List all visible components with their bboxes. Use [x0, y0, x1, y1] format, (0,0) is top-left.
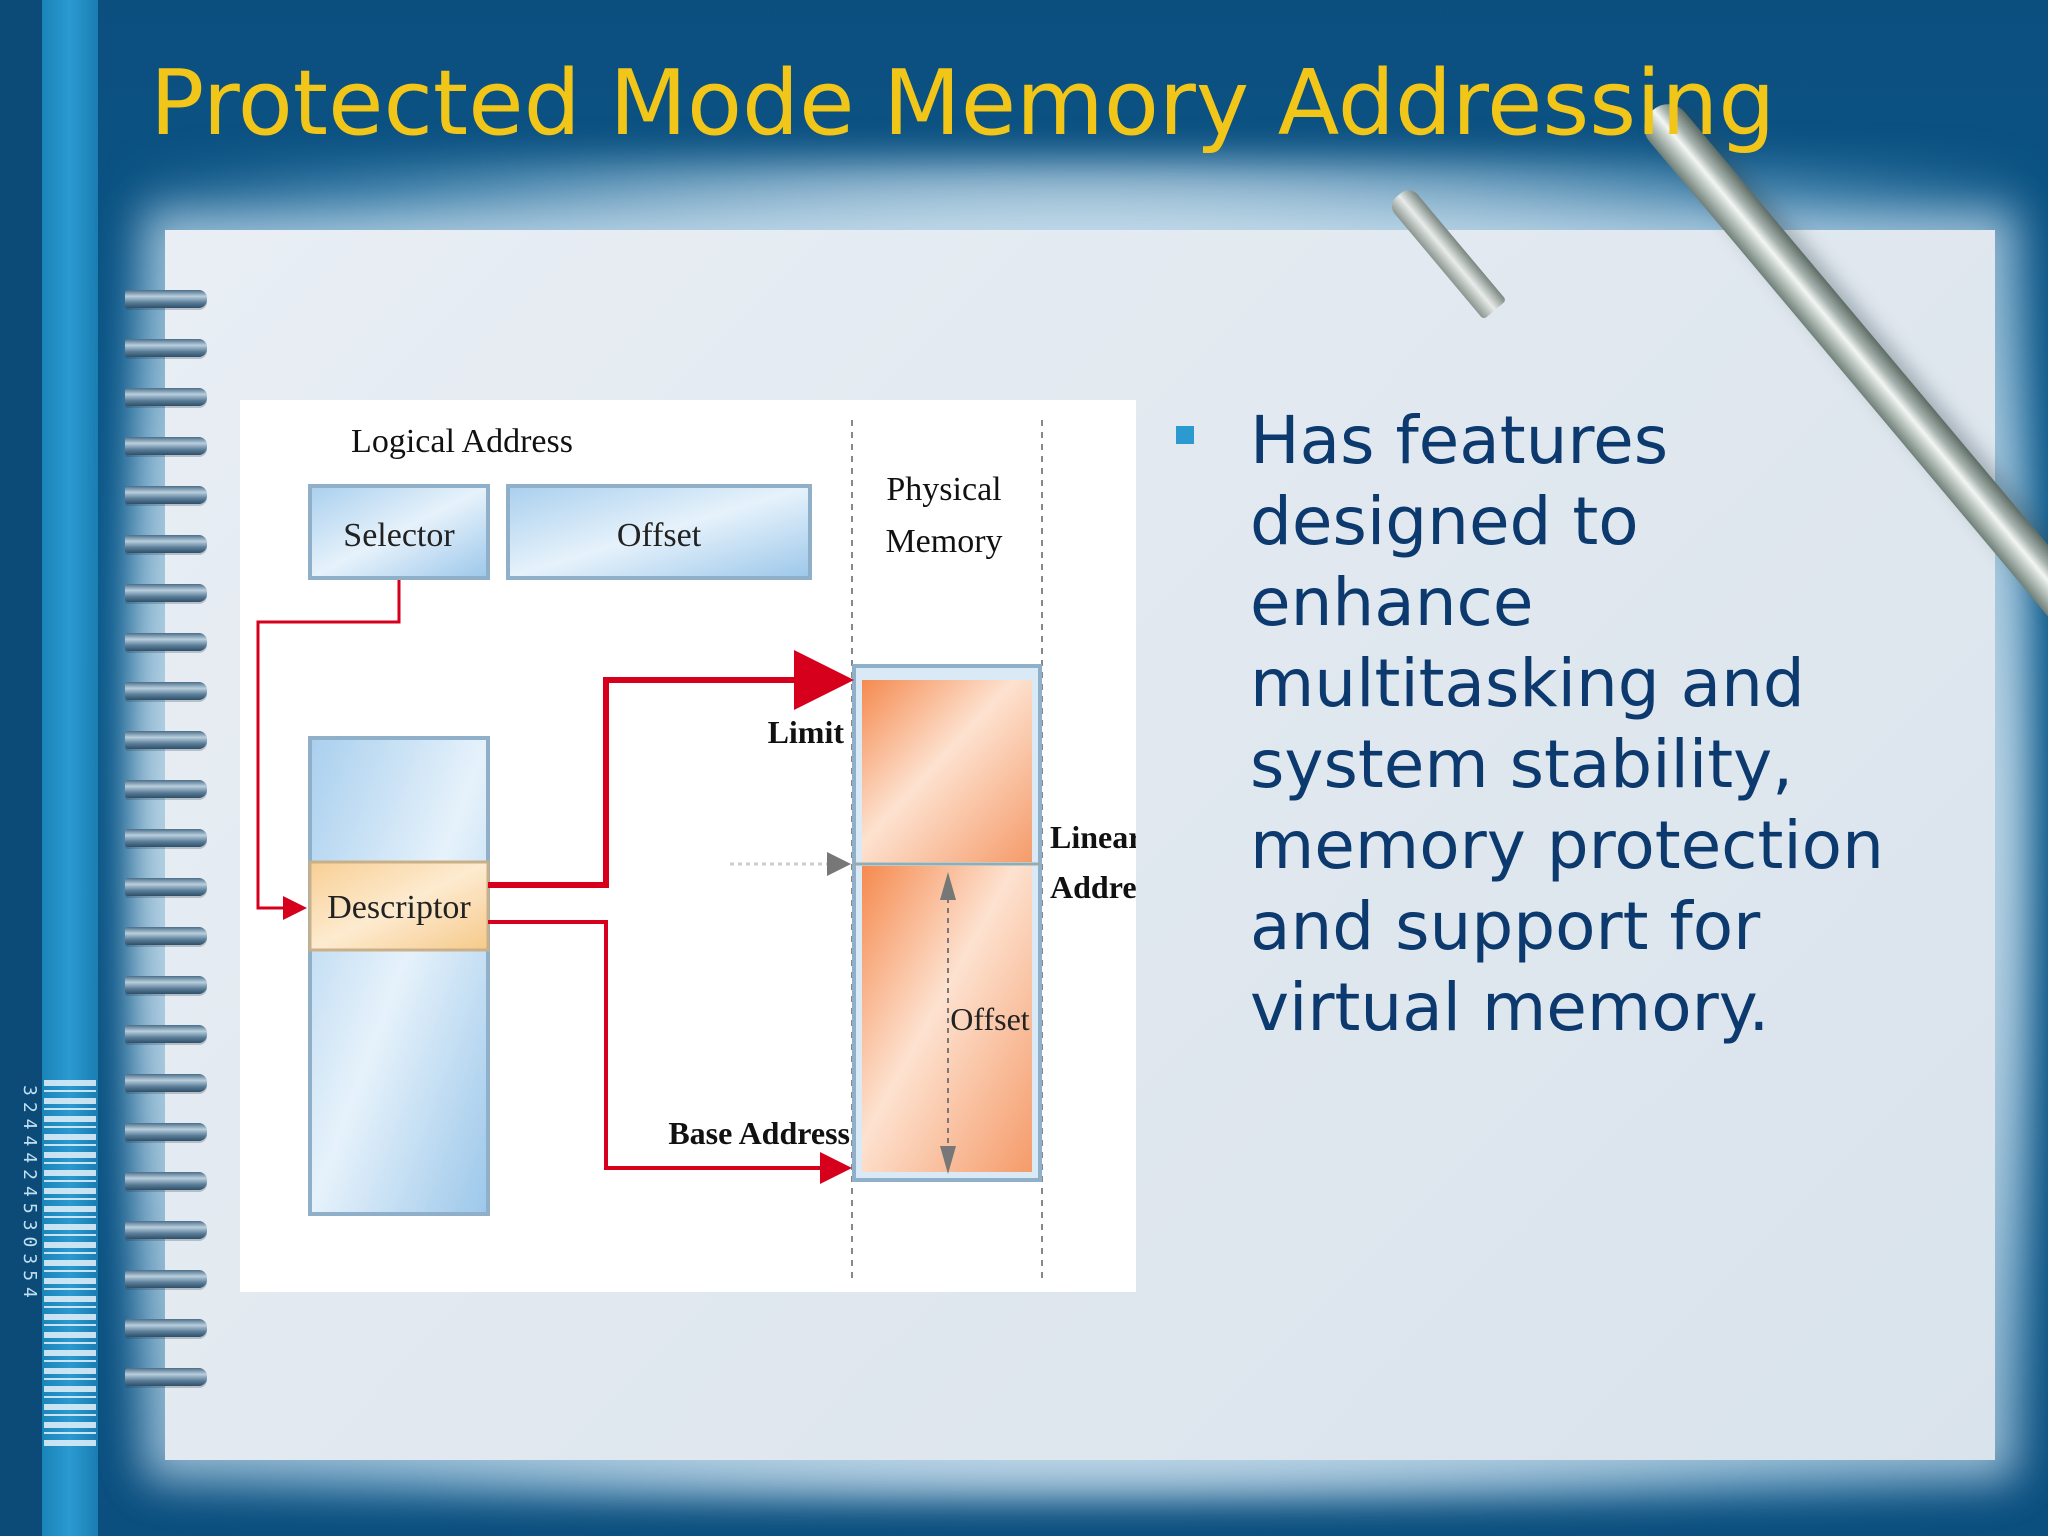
- spiral-ring-icon: [125, 1270, 207, 1288]
- base-address-arrow: [488, 920, 852, 1184]
- spiral-ring-icon: [125, 584, 207, 602]
- spiral-ring-icon: [125, 829, 207, 847]
- spiral-ring-icon: [125, 486, 207, 504]
- descriptor-label: Descriptor: [327, 889, 471, 926]
- spiral-ring-icon: [125, 1123, 207, 1141]
- spiral-ring-icon: [125, 682, 207, 700]
- spiral-ring-icon: [125, 1172, 207, 1190]
- limit-label: Limit: [768, 714, 845, 750]
- offset-memory-label: Offset: [950, 1001, 1030, 1037]
- bullet-item: Has features designed to enhance multita…: [1250, 402, 1884, 1046]
- offset-box: [506, 484, 812, 580]
- descriptor-entry: [308, 860, 490, 952]
- linear-address-label-line1: Linear: [1050, 819, 1136, 855]
- bullet-square-icon: [1176, 426, 1194, 444]
- selector-to-descriptor-arrow: [256, 580, 401, 920]
- logical-address-label: Logical Address: [351, 423, 573, 460]
- spiral-ring-icon: [125, 437, 207, 455]
- base-address-label: Base Address: [668, 1115, 850, 1151]
- spiral-ring-icon: [125, 535, 207, 553]
- barcode-decoration: [44, 1080, 96, 1450]
- spiral-ring-icon: [125, 1319, 207, 1337]
- spiral-ring-icon: [125, 976, 207, 994]
- memory-segment-upper: [862, 680, 1032, 862]
- physical-memory-label-line2: Memory: [885, 523, 1002, 560]
- spiral-ring-icon: [125, 1025, 207, 1043]
- spiral-ring-icon: [125, 878, 207, 896]
- offset-dimension-arrow-down: [940, 1146, 956, 1174]
- offset-dimension-arrow-up: [940, 872, 956, 900]
- slide-title: Protected Mode Memory Addressing: [150, 51, 1776, 156]
- limit-arrow: [488, 650, 854, 888]
- spiral-ring-icon: [125, 1368, 207, 1386]
- left-dark-stripe: [0, 0, 42, 1536]
- spiral-binding: [125, 290, 210, 1410]
- spiral-ring-icon: [125, 339, 207, 357]
- selector-box: [308, 484, 490, 580]
- offset-top-label: Offset: [617, 517, 702, 554]
- memory-diagram-svg: Logical Address Selector Offset Physical…: [256, 420, 1161, 1280]
- spiral-ring-icon: [125, 388, 207, 406]
- spiral-ring-icon: [125, 633, 207, 651]
- selector-label: Selector: [343, 517, 455, 554]
- spiral-ring-icon: [125, 1221, 207, 1239]
- memory-diagram: Logical Address Selector Offset Physical…: [240, 400, 1161, 1292]
- spiral-ring-icon: [125, 290, 207, 308]
- physical-memory-label-line1: Physical: [886, 471, 1001, 508]
- spiral-ring-icon: [125, 780, 207, 798]
- spiral-ring-icon: [125, 927, 207, 945]
- spiral-ring-icon: [125, 731, 207, 749]
- spiral-ring-icon: [125, 1074, 207, 1092]
- descriptor-table: [308, 736, 490, 1216]
- barcode-digits: 3244424530354: [19, 1085, 40, 1304]
- linear-address-label-line2: Address: [1050, 869, 1136, 905]
